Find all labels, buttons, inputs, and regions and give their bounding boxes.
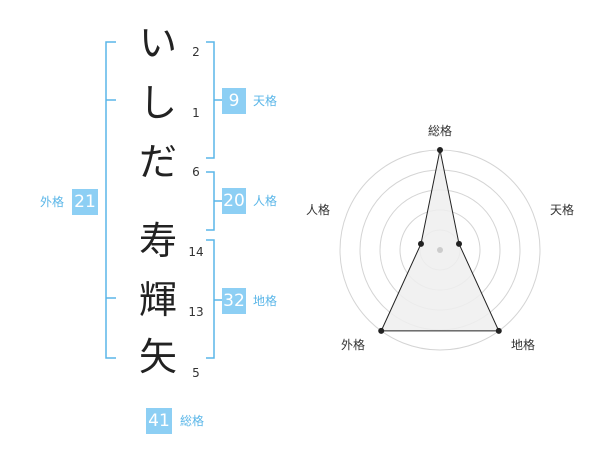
radar-point	[417, 240, 424, 247]
chikaku-value: 32	[222, 288, 246, 314]
jinkaku-label: 人格	[253, 194, 278, 208]
name-char-5: 輝	[138, 278, 177, 322]
name-char-6: 矢	[138, 335, 177, 379]
chikaku-bracket	[206, 239, 215, 359]
gaikaku-label: 外格	[40, 195, 65, 209]
radar-label-jinkaku: 人格	[306, 203, 331, 217]
radar-label-chikaku: 地格	[511, 338, 536, 352]
radar-center-dot	[437, 247, 443, 253]
name-char-3: だ	[138, 140, 177, 184]
soukaku-label: 総格	[180, 414, 205, 428]
name-char-1: い	[138, 21, 177, 65]
tenkaku-value: 9	[222, 88, 246, 114]
soukaku-value: 41	[146, 408, 172, 434]
radar-point	[378, 327, 385, 334]
gaikaku-value: 21	[72, 189, 98, 215]
stroke-count-2: 1	[192, 106, 200, 120]
name-char-4: 寿	[138, 219, 177, 263]
stroke-count-6: 5	[192, 366, 200, 380]
radar-label-soukaku: 総格	[428, 124, 453, 138]
radar-point	[495, 327, 502, 334]
radar-label-tenkaku: 天格	[550, 203, 575, 217]
tenkaku-label: 天格	[253, 94, 278, 108]
stroke-count-3: 6	[192, 165, 200, 179]
stroke-count-4: 14	[188, 245, 204, 259]
gaikaku-bracket	[105, 41, 116, 359]
radar-point	[456, 240, 463, 247]
radar-polygon	[380, 149, 500, 332]
stroke-count-5: 13	[188, 305, 204, 319]
jinkaku-value: 20	[222, 188, 246, 214]
stroke-count-1: 2	[192, 45, 200, 59]
name-char-2: し	[138, 81, 177, 125]
radar-point	[437, 147, 443, 153]
radar-label-gaikaku: 外格	[341, 338, 366, 352]
chikaku-label: 地格	[253, 294, 278, 308]
